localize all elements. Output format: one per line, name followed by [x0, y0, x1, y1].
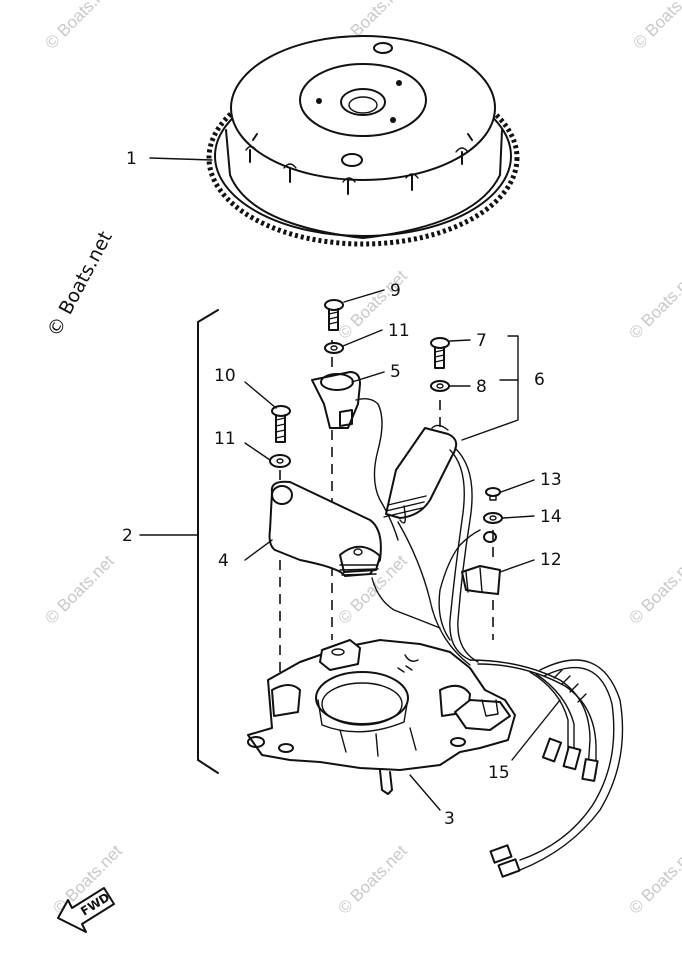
flywheel	[206, 35, 520, 247]
callout-11-upper: 11	[388, 321, 410, 341]
stator-base	[247, 639, 516, 795]
callout-7: 7	[476, 331, 487, 351]
ignition-coil	[268, 480, 497, 641]
callout-14: 14	[540, 507, 562, 527]
callout-leaders	[244, 289, 561, 811]
callout-5: 5	[390, 362, 401, 382]
assembly-bracket	[197, 309, 219, 774]
callout-3: 3	[444, 809, 455, 829]
watermark-text: © Boats.net	[625, 551, 682, 628]
callout-numbers: 1 2 3 4 5 6 7 8 9 10 11 11 12 13 14 15	[122, 149, 562, 829]
watermark-text-dark: © Boats.net	[43, 228, 117, 341]
watermark-text: © Boats.net	[41, 0, 118, 53]
callout-9: 9	[390, 281, 401, 301]
wire-clamp	[461, 565, 501, 595]
callout-11-lower: 11	[214, 429, 236, 449]
callout-15: 15	[488, 763, 510, 783]
callout-2: 2	[122, 526, 133, 546]
callout-8: 8	[476, 377, 487, 397]
callout-leader	[461, 335, 519, 441]
callout-4: 4	[218, 551, 229, 571]
watermark-text: © Boats.net	[41, 551, 118, 628]
callout-1: 1	[126, 149, 137, 169]
charge-coil	[383, 424, 479, 666]
pulser-coil	[311, 371, 399, 541]
callout-leader	[149, 157, 213, 161]
callout-12: 12	[540, 550, 562, 570]
watermark-text: © Boats.net	[625, 266, 682, 343]
wire-harness	[469, 659, 624, 878]
watermark-text: © Boats.net	[629, 0, 682, 53]
callout-10: 10	[214, 366, 236, 386]
callout-6: 6	[534, 370, 545, 390]
callout-13: 13	[540, 470, 562, 490]
fasteners	[269, 299, 503, 524]
watermark-text: © Boats.net	[334, 841, 411, 918]
watermark-text: © Boats.net	[625, 841, 682, 918]
